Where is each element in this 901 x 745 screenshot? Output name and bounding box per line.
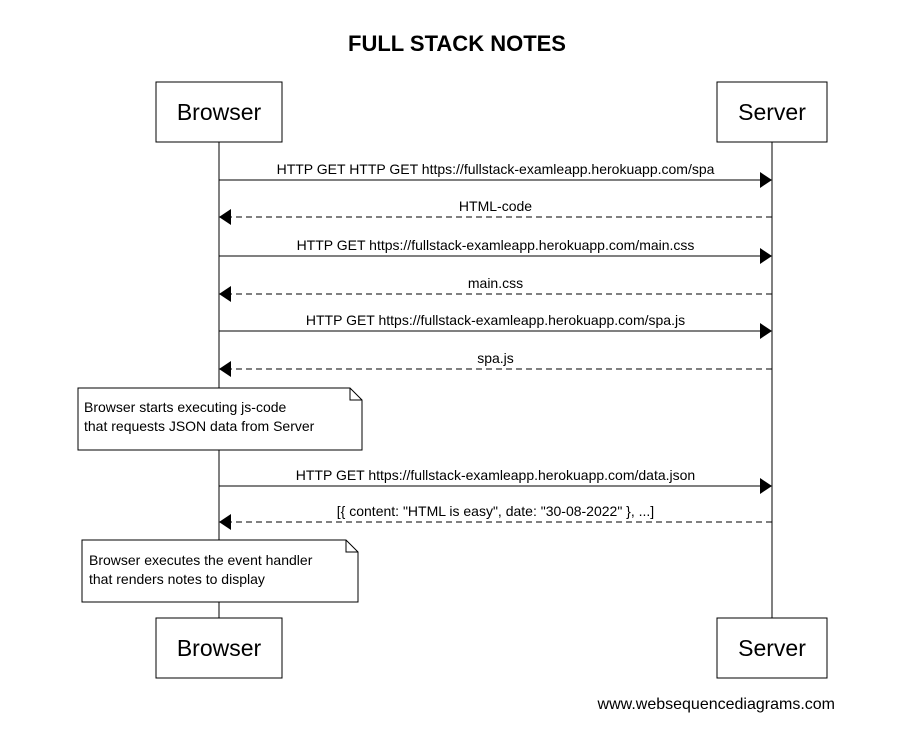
messages: HTTP GET HTTP GET https://fullstack-exam… — [219, 161, 772, 530]
note-1-line-1: Browser starts executing js-code — [84, 399, 287, 415]
message-7-arrowhead — [760, 478, 772, 494]
message-5-arrowhead — [760, 323, 772, 339]
message-1: HTTP GET HTTP GET https://fullstack-exam… — [219, 161, 772, 188]
server-actor-top-label: Server — [738, 99, 806, 125]
message-5: HTTP GET https://fullstack-examleapp.her… — [219, 312, 772, 339]
message-6: spa.js — [219, 350, 772, 377]
note-2-line-1: Browser executes the event handler — [89, 552, 313, 568]
note-1-line-2: that requests JSON data from Server — [84, 418, 315, 434]
browser-actor-bottom-label: Browser — [177, 635, 262, 661]
message-8: [{ content: "HTML is easy", date: "30-08… — [219, 503, 772, 530]
message-8-label: [{ content: "HTML is easy", date: "30-08… — [337, 503, 654, 519]
note-1: Browser starts executing js-code that re… — [77, 387, 363, 451]
message-6-arrowhead — [219, 361, 231, 377]
message-2: HTML-code — [219, 198, 772, 225]
note-2: Browser executes the event handler that … — [81, 539, 359, 603]
message-4-arrowhead — [219, 286, 231, 302]
note-2-line-2: that renders notes to display — [89, 571, 265, 587]
message-4: main.css — [219, 275, 772, 302]
server-actor-bottom: Server — [716, 617, 828, 679]
message-3-label: HTTP GET https://fullstack-examleapp.her… — [297, 237, 695, 253]
browser-actor-top-label: Browser — [177, 99, 262, 125]
message-3-arrowhead — [760, 248, 772, 264]
message-4-label: main.css — [468, 275, 523, 291]
message-5-label: HTTP GET https://fullstack-examleapp.her… — [306, 312, 685, 328]
message-1-arrowhead — [760, 172, 772, 188]
message-3: HTTP GET https://fullstack-examleapp.her… — [219, 237, 772, 264]
footer-watermark: www.websequencediagrams.com — [597, 696, 835, 713]
message-2-label: HTML-code — [459, 198, 532, 214]
browser-actor-bottom: Browser — [155, 617, 283, 679]
message-1-label: HTTP GET HTTP GET https://fullstack-exam… — [277, 161, 715, 177]
message-7: HTTP GET https://fullstack-examleapp.her… — [219, 467, 772, 494]
browser-actor-top: Browser — [155, 81, 283, 143]
message-7-label: HTTP GET https://fullstack-examleapp.her… — [296, 467, 695, 483]
diagram-title: FULL STACK NOTES — [348, 31, 566, 56]
message-6-label: spa.js — [477, 350, 514, 366]
server-actor-bottom-label: Server — [738, 635, 806, 661]
server-actor-top: Server — [716, 81, 828, 143]
message-2-arrowhead — [219, 209, 231, 225]
message-8-arrowhead — [219, 514, 231, 530]
